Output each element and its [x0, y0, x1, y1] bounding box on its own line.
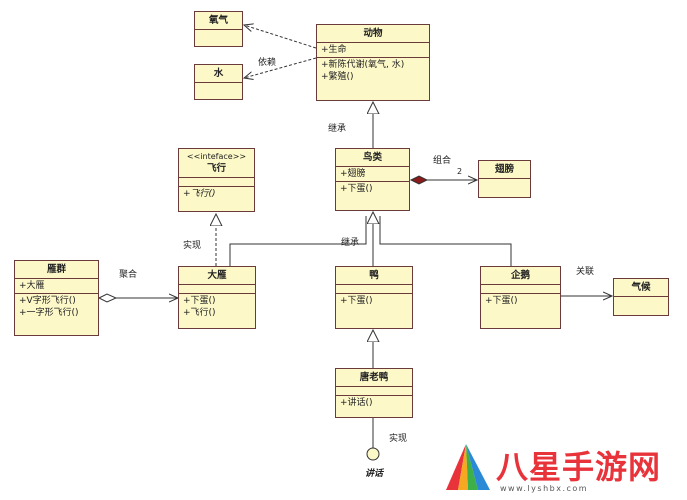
- class-oxygen: 氧气: [194, 11, 243, 47]
- attribute: +生命: [321, 45, 347, 55]
- class-name: 氧气: [208, 15, 228, 26]
- class-name: 大雁: [207, 270, 227, 281]
- class-name: 动物: [363, 28, 383, 39]
- class-duck: 鸭 +下蛋(): [335, 266, 413, 329]
- class-name: 唐老鸭: [359, 372, 389, 383]
- class-water: 水: [194, 64, 243, 100]
- class-penguin: 企鹅 +下蛋(): [480, 266, 561, 329]
- method: +V字形飞行(): [19, 296, 76, 306]
- method: +一字形飞行(): [19, 308, 79, 318]
- class-name: 鸟类: [362, 152, 382, 163]
- method: +讲话(): [340, 398, 373, 408]
- method: +飞行(): [183, 308, 216, 318]
- class-name: 企鹅: [510, 270, 530, 281]
- watermark-url: www.lyshbx.com: [500, 484, 589, 493]
- class-name: 水: [213, 68, 224, 79]
- class-goose-flock: 雁群 +大雁 +V字形飞行() +一字形飞行(): [14, 260, 99, 336]
- inheritance-line-penguin: [379, 216, 512, 266]
- stereotype: <<inteface>>: [186, 152, 247, 161]
- watermark-logo-icon: [446, 444, 490, 490]
- label-dependency: 依赖: [258, 58, 277, 68]
- class-fly-interface: <<inteface>> 飞行 +飞行(): [178, 148, 255, 212]
- dependency-line-water: [244, 57, 317, 78]
- class-name: 鸭: [369, 270, 379, 281]
- method: +新陈代谢(氧气, 水): [321, 60, 405, 70]
- label-composition-multiplicity: 2: [457, 167, 463, 176]
- method: +下蛋(): [183, 296, 216, 306]
- method: +下蛋(): [340, 184, 373, 194]
- method: +下蛋(): [485, 296, 518, 306]
- class-name: 雁群: [46, 264, 66, 275]
- method: +飞行(): [183, 189, 216, 199]
- attribute: +大雁: [19, 281, 45, 291]
- label-aggregation: 聚合: [119, 270, 138, 280]
- label-inheritance-top: 继承: [328, 124, 347, 134]
- class-bird: 鸟类 +翅膀 +下蛋(): [335, 148, 410, 211]
- label-association: 关联: [576, 267, 595, 277]
- label-realization-bottom: 实现: [389, 434, 408, 444]
- class-name: 翅膀: [494, 164, 514, 175]
- label-realization-left: 实现: [183, 241, 202, 251]
- dependency-line-oxygen: [244, 25, 317, 49]
- label-lollipop-interface: 讲话: [365, 469, 384, 479]
- class-goose: 大雁 +下蛋() +飞行(): [178, 266, 256, 329]
- watermark-logo: 八星手游网 www.lyshbx.com: [438, 440, 683, 498]
- class-name: 气候: [631, 282, 651, 293]
- label-inheritance-mid: 继承: [341, 238, 360, 248]
- class-climate: 气候: [613, 278, 669, 316]
- class-animal: 动物 +生命 +新陈代谢(氧气, 水) +繁殖(): [316, 24, 430, 101]
- method: +下蛋(): [340, 296, 373, 306]
- watermark-text: 八星手游网: [496, 448, 662, 486]
- attribute: +翅膀: [340, 169, 366, 179]
- composition-diamond: [409, 175, 429, 185]
- class-wing: 翅膀: [478, 160, 531, 198]
- class-name: 飞行: [206, 163, 226, 174]
- label-composition: 组合: [433, 156, 452, 166]
- inheritance-line-goose: [229, 216, 367, 266]
- lollipop-circle: [366, 447, 380, 461]
- aggregation-diamond: [97, 293, 118, 303]
- class-donald-duck: 唐老鸭 +讲话(): [335, 368, 413, 418]
- method: +繁殖(): [321, 72, 354, 82]
